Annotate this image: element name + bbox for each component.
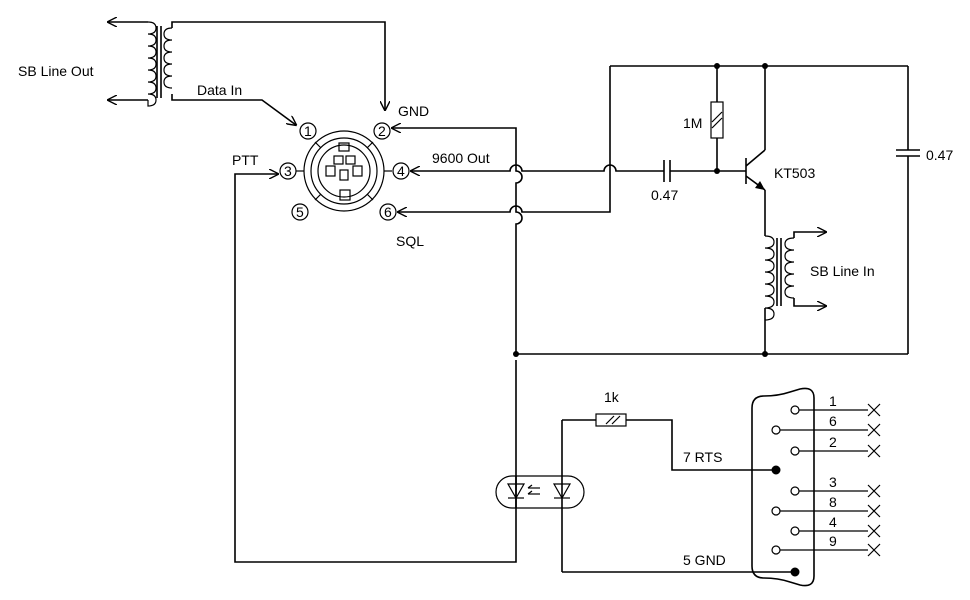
- optocoupler: [495, 420, 585, 572]
- ptt-label: PTT: [232, 152, 259, 168]
- 9600-out-label: 9600 Out: [432, 150, 490, 166]
- gnd-label: GND: [398, 103, 429, 119]
- transistor-label: KT503: [774, 165, 815, 181]
- db9-connector: [751, 387, 881, 587]
- din-pin-5: 5: [296, 204, 304, 220]
- data-in-label: Data In: [197, 82, 242, 98]
- din-connector: [279, 122, 410, 221]
- rts-label: 7 RTS: [683, 449, 722, 465]
- db9-pin-1: 1: [829, 393, 837, 409]
- line-out-transformer: [108, 22, 385, 125]
- din-pin-2: 2: [378, 123, 386, 139]
- cap-right-label: 0.47: [926, 147, 953, 163]
- sb-line-in-label: SB Line In: [810, 263, 875, 279]
- db9-pin-4: 4: [829, 514, 837, 530]
- resistor-1k-label: 1k: [604, 389, 620, 405]
- amplifier-stage: [513, 63, 920, 357]
- resistor-1m: [710, 101, 724, 139]
- din-pin-3: 3: [284, 163, 292, 179]
- resistor-1m-label: 1M: [683, 115, 702, 131]
- connector-wires: [234, 66, 664, 563]
- din-pin-6: 6: [384, 204, 392, 220]
- db9-pin-6: 6: [829, 413, 837, 429]
- sql-label: SQL: [396, 233, 424, 249]
- resistor-1k: [595, 413, 627, 427]
- din-pin-1: 1: [304, 123, 312, 139]
- cap-input-label: 0.47: [651, 187, 678, 203]
- db9-pin-9: 9: [829, 533, 837, 549]
- gnd5-label: 5 GND: [683, 552, 726, 568]
- sb-line-out-label: SB Line Out: [18, 63, 94, 79]
- rts-wiring: [562, 413, 793, 573]
- db9-pin-3: 3: [829, 474, 837, 490]
- din-pin-4: 4: [397, 163, 405, 179]
- db9-pin-8: 8: [829, 494, 837, 510]
- db9-pin-2: 2: [829, 434, 837, 450]
